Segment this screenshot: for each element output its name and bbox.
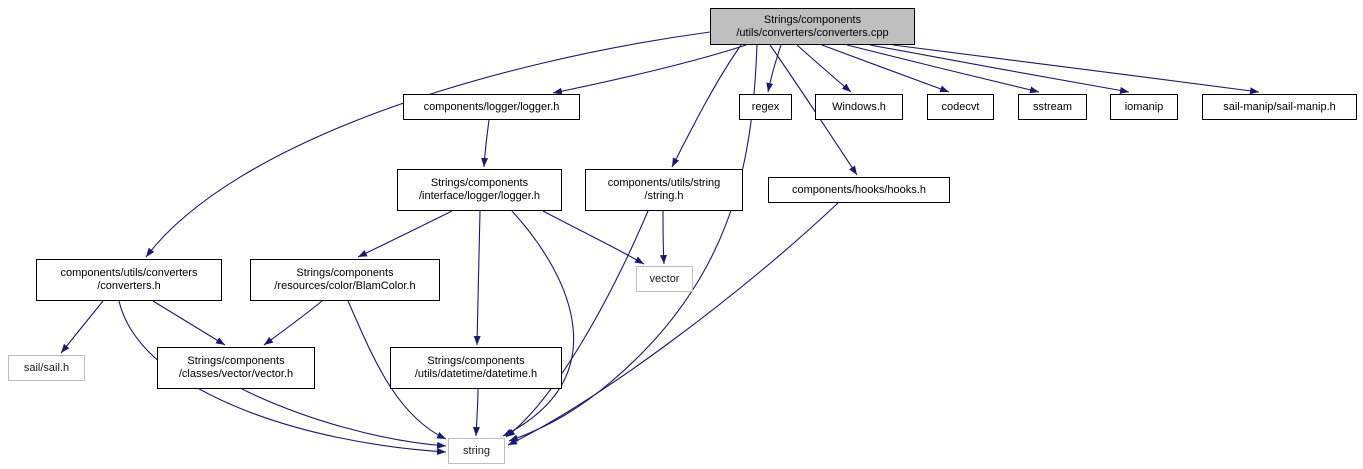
edge-converters-h-to-sail [60, 300, 104, 354]
node-classes-vector-h[interactable]: Strings/components /classes/vector/vecto… [157, 347, 315, 389]
edge-cpp-to-iomanip [869, 44, 1130, 94]
node-sail-h: sail/sail.h [8, 355, 85, 381]
node-blamcolor-h[interactable]: Strings/components /resources/color/Blam… [250, 259, 440, 301]
node-hooks-h[interactable]: components/hooks/hooks.h [768, 177, 950, 203]
edge-ustring-to-string [505, 210, 649, 438]
edge-ilogger-to-vector [542, 210, 645, 265]
edge-ilogger-to-blamcolor [357, 210, 453, 258]
node-label: string [463, 444, 490, 457]
edge-hooks-to-string [507, 202, 839, 446]
edge-cpp-to-codecvt [821, 44, 950, 93]
node-regex: regex [739, 94, 792, 120]
edge-blamcolor-to-string [347, 300, 447, 440]
node-label: /resources/color/BlamColor.h [274, 280, 416, 292]
node-label: components/logger/logger.h [423, 100, 560, 113]
node-string: string [448, 438, 505, 464]
node-converters-cpp: Strings/components /utils/converters/con… [710, 8, 915, 45]
node-label: sail/sail.h [23, 361, 70, 374]
node-codecvt: codecvt [927, 94, 994, 120]
node-converters-h[interactable]: components/utils/converters /converters.… [36, 259, 222, 301]
node-label: Strings/components [296, 267, 394, 279]
edge-ilogger-to-datetime [473, 210, 481, 346]
node-label: components/hooks/hooks.h [792, 183, 926, 196]
edge-blamcolor-to-vvector [263, 300, 323, 346]
edge-cpp-to-sstream [846, 44, 1040, 94]
edge-logger-to-ilogger [481, 119, 490, 168]
edge-datetime-to-string [472, 388, 480, 437]
node-label: components/utils/string [607, 177, 721, 189]
node-label: /converters.h [97, 280, 161, 292]
node-sail-manip-h: sail-manip/sail-manip.h [1202, 94, 1357, 120]
edge-converters-h-to-string [118, 300, 447, 455]
edge-ustring-to-vector [659, 210, 667, 265]
node-utils-string-h[interactable]: components/utils/string /string.h [585, 169, 743, 211]
node-vector: vector [636, 266, 693, 292]
node-label: vector [649, 272, 680, 285]
edge-vvector-to-string [241, 388, 447, 449]
node-label: /utils/datetime/datetime.h [414, 368, 538, 380]
edge-cpp-to-ustring [671, 44, 742, 168]
node-label: Strings/components [430, 177, 529, 189]
node-label: /string.h [644, 190, 684, 202]
node-label: Windows.h [832, 100, 886, 113]
node-label: components/utils/converters [60, 267, 198, 279]
edge-ilogger-to-string [502, 210, 575, 437]
node-label: Strings/components [763, 13, 862, 26]
node-windows-h: Windows.h [815, 94, 903, 120]
node-iomanip: iomanip [1110, 94, 1178, 120]
node-label: Strings/components [427, 355, 525, 367]
node-label: /interface/logger/logger.h [418, 190, 541, 202]
node-datetime-h[interactable]: Strings/components /utils/datetime/datet… [390, 347, 562, 389]
node-logger-h[interactable]: components/logger/logger.h [403, 94, 580, 120]
node-label: Strings/components [187, 355, 285, 367]
node-sstream: sstream [1018, 94, 1087, 120]
edge-converters-h-to-vvector [152, 300, 226, 346]
node-interface-logger-h[interactable]: Strings/components /interface/logger/log… [397, 169, 562, 211]
node-label: sail-manip/sail-manip.h [1223, 100, 1336, 113]
node-label: codecvt [941, 100, 980, 113]
edge-cpp-to-windows [796, 44, 852, 93]
node-label: sstream [1032, 100, 1073, 113]
edge-cpp-to-sailmanip [892, 44, 1260, 95]
edge-cpp-to-converters-h [145, 31, 711, 258]
node-label: /classes/vector/vector.h [178, 368, 294, 380]
node-label: /utils/converters/converters.cpp [736, 26, 889, 39]
node-label: iomanip [1124, 100, 1164, 113]
edge-cpp-to-regex [766, 44, 782, 93]
edge-cpp-to-string [508, 44, 758, 442]
node-label: regex [751, 100, 780, 113]
edge-cpp-to-logger [552, 44, 747, 95]
